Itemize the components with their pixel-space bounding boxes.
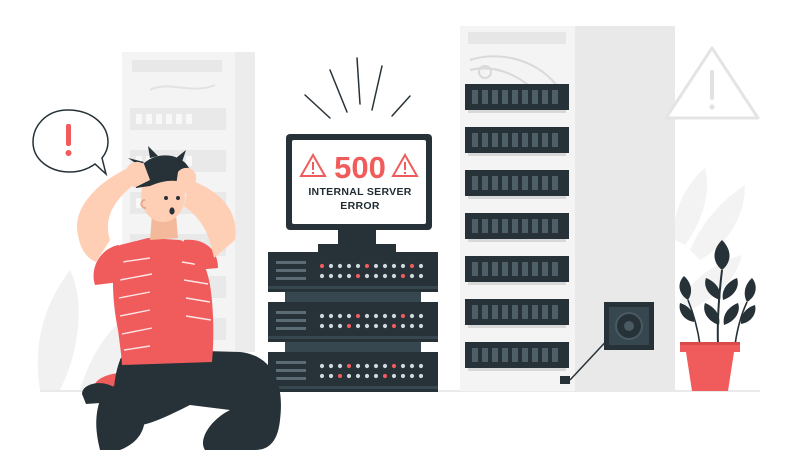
server-rack-units bbox=[465, 84, 569, 371]
rack-unit bbox=[465, 170, 569, 199]
server-unit bbox=[268, 261, 438, 289]
alarm-rays bbox=[304, 57, 411, 119]
server-stack bbox=[268, 252, 438, 392]
rack-unit bbox=[465, 127, 569, 156]
monitor bbox=[286, 134, 432, 252]
error-line-1: INTERNAL SERVER bbox=[308, 186, 411, 198]
rack-unit bbox=[465, 342, 569, 371]
rack-unit bbox=[465, 84, 569, 113]
stressed-person bbox=[76, 146, 281, 450]
error-line-2: ERROR bbox=[340, 200, 380, 212]
rack-unit bbox=[465, 213, 569, 242]
rack-unit bbox=[465, 256, 569, 285]
warning-triangle-icon bbox=[299, 152, 327, 177]
potted-plant-icon bbox=[679, 240, 756, 391]
warning-triangle-icon bbox=[664, 46, 760, 120]
server-unit bbox=[268, 361, 438, 389]
server-unit bbox=[268, 311, 438, 339]
rack-unit bbox=[465, 299, 569, 328]
warning-triangle-icon bbox=[391, 152, 419, 177]
server-stack-lights bbox=[268, 261, 438, 389]
exclamation-bubble-icon bbox=[32, 109, 109, 177]
monitor-screen: 500 INTERNAL SERVER ERROR bbox=[299, 150, 419, 212]
fan-icon bbox=[560, 302, 654, 384]
error-code: 500 bbox=[334, 150, 386, 185]
